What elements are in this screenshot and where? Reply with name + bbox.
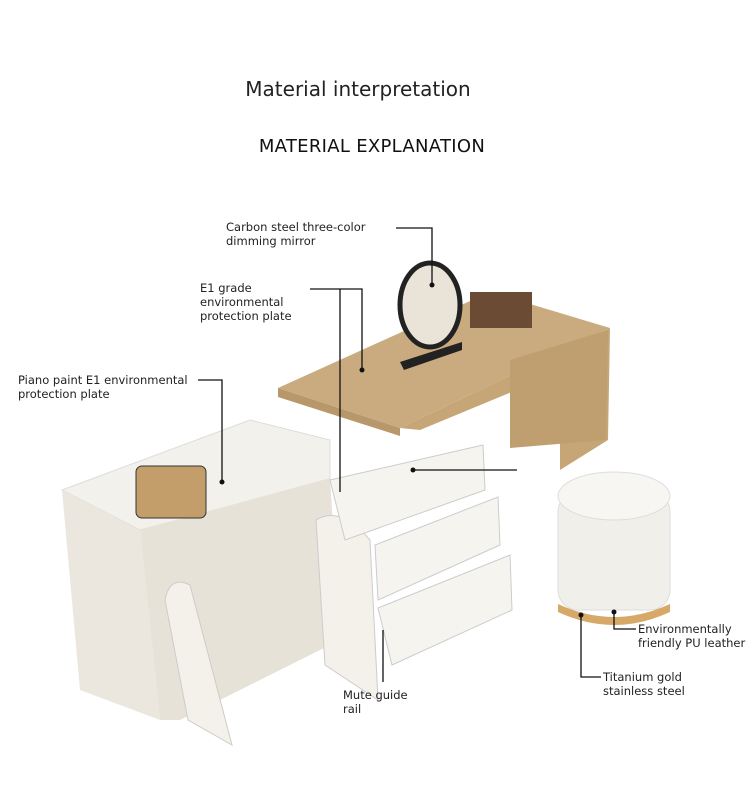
label-pu-leather: Environmentally friendly PU leather [638, 622, 746, 650]
desk-top-edge [278, 388, 400, 436]
label-guide-rail: Mute guide rail [343, 688, 408, 716]
drawer-3 [377, 554, 513, 666]
drawer-1 [329, 444, 486, 541]
label-e1-plate: E1 grade environmental protection plate [200, 281, 292, 323]
label-titanium: Titanium gold stainless steel [603, 670, 685, 698]
drawer-2 [374, 496, 501, 601]
leader-e1-a [310, 288, 363, 372]
stool-top [557, 471, 671, 521]
cabinet-door-left [164, 581, 233, 747]
label-piano-paint: Piano paint E1 environmental protection … [18, 373, 188, 401]
label-mirror: Carbon steel three-color dimming mirror [226, 220, 366, 248]
desk-leg-side [510, 330, 608, 448]
leader-pu [613, 612, 636, 630]
cabinet-door-right [315, 515, 379, 701]
cosmetic-tray [470, 292, 532, 328]
cabinet-front [62, 490, 160, 720]
page-title: Material interpretation [245, 77, 471, 101]
mirror [397, 260, 463, 350]
mirror-base [400, 342, 462, 370]
stool-base [558, 604, 670, 625]
page-subtitle: MATERIAL EXPLANATION [258, 136, 486, 157]
radio [135, 465, 207, 519]
leader-titanium [580, 615, 601, 678]
leader-piano [198, 379, 223, 482]
leader-lines [198, 227, 636, 682]
leader-mirror [396, 227, 433, 285]
